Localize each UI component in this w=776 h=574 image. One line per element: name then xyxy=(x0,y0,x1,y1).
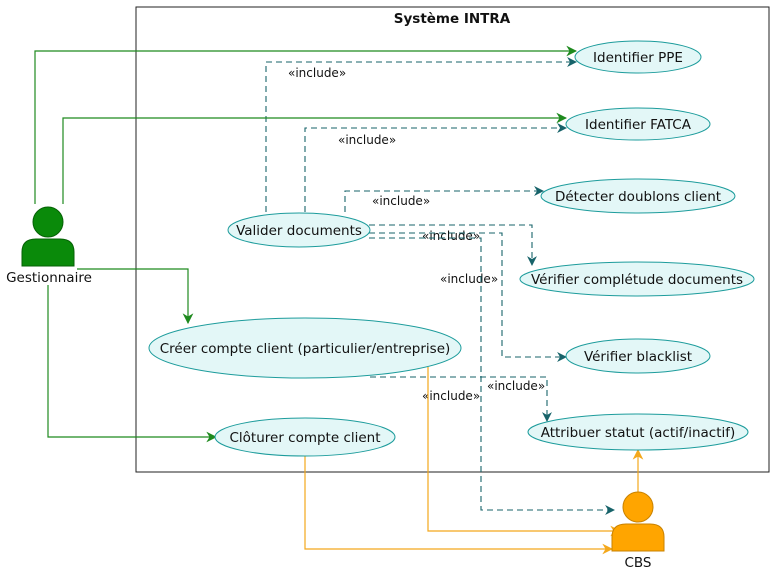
include-edge-ppe xyxy=(265,57,577,212)
include-label-ppe: «include» xyxy=(288,66,346,80)
actor-cbs[interactable]: CBS xyxy=(611,491,665,571)
use-case-attribuer-statut-label: Attribuer statut (actif/inactif) xyxy=(541,425,736,441)
edge-gestionnaire-fatca xyxy=(62,112,568,204)
edge-cbs-cloturer xyxy=(304,456,614,555)
use-case-detecter-doublons-label: Détecter doublons client xyxy=(555,189,721,205)
use-case-cloturer-compte[interactable]: Clôturer compte client xyxy=(214,417,396,457)
person-icon-cbs xyxy=(611,491,665,552)
edge-cbs-creer xyxy=(427,367,622,537)
include-label-statut: «include» xyxy=(487,379,545,393)
edge-gestionnaire-creer xyxy=(77,268,194,325)
include-label-blacklist: «include» xyxy=(440,272,498,286)
use-case-identifier-ppe-label: Identifier PPE xyxy=(593,50,683,66)
include-label-doublons: «include» xyxy=(372,194,430,208)
include-edge-doublons xyxy=(344,186,544,212)
actor-gestionnaire[interactable]: Gestionnaire xyxy=(6,206,92,286)
edge-gestionnaire-ppe xyxy=(34,45,578,204)
use-case-verifier-completude[interactable]: Vérifier complétude documents xyxy=(519,261,755,297)
use-case-attribuer-statut[interactable]: Attribuer statut (actif/inactif) xyxy=(527,413,749,451)
include-edge-cbs xyxy=(369,237,615,515)
person-icon-gestionnaire xyxy=(21,206,75,267)
include-label-fatca: «include» xyxy=(338,133,396,147)
use-case-verifier-completude-label: Vérifier complétude documents xyxy=(531,272,743,288)
include-edge-completude xyxy=(369,224,537,266)
include-edge-blacklist xyxy=(369,232,567,362)
use-case-identifier-ppe[interactable]: Identifier PPE xyxy=(574,40,702,74)
use-case-identifier-fatca-label: Identifier FATCA xyxy=(585,117,692,133)
use-case-verifier-blacklist[interactable]: Vérifier blacklist xyxy=(565,338,711,374)
use-case-creer-compte-label: Créer compte client (particulier/entrepr… xyxy=(160,341,451,357)
use-case-valider-documents[interactable]: Valider documents xyxy=(227,212,371,248)
use-case-identifier-fatca[interactable]: Identifier FATCA xyxy=(565,107,711,141)
include-edge-fatca xyxy=(304,123,567,212)
edge-gestionnaire-cloturer xyxy=(47,285,218,443)
use-case-verifier-blacklist-label: Vérifier blacklist xyxy=(584,349,692,365)
include-label-statut-2: «include» xyxy=(422,389,480,403)
use-case-detecter-doublons[interactable]: Détecter doublons client xyxy=(540,178,736,214)
use-case-valider-documents-label: Valider documents xyxy=(236,223,362,239)
system-title: Système INTRA xyxy=(394,11,511,27)
use-case-cloturer-compte-label: Clôturer compte client xyxy=(229,430,380,446)
actor-cbs-label: CBS xyxy=(624,555,651,571)
use-case-creer-compte[interactable]: Créer compte client (particulier/entrepr… xyxy=(148,317,462,379)
include-label-completude: «include» xyxy=(422,229,480,243)
actor-gestionnaire-label: Gestionnaire xyxy=(6,270,92,286)
